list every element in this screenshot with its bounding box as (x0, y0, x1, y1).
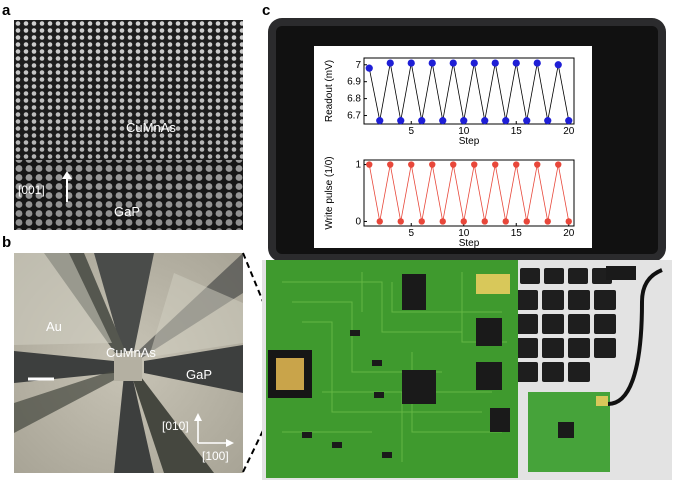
chart-1-xtick-label: 5 (408, 228, 414, 239)
chart-0-xtick-label: 20 (563, 126, 575, 137)
chart-0-xtick-label: 5 (408, 126, 414, 137)
chart-0-ytick-label: 7 (355, 60, 361, 71)
au-label: Au (46, 319, 62, 334)
chart-1-data-point (460, 218, 467, 225)
chart-1-data-point (397, 218, 404, 225)
cumnas-center-label: CuMnAs (106, 345, 156, 360)
stem-lattice-image: CuMnAs GaP [001] (14, 20, 243, 230)
chart-0-data-point (533, 59, 541, 67)
chart-1-data-point (439, 218, 446, 225)
chart-0-xtick-label: 10 (458, 126, 470, 137)
chart-0-data-point (544, 117, 552, 125)
chart-1-xtick-label: 20 (563, 228, 575, 239)
chart-0-data-point (386, 59, 394, 67)
electrode-cross (14, 253, 243, 473)
chart-0-data-point (439, 117, 447, 125)
chart-1-data-point (555, 161, 562, 168)
chart-1-data-point (523, 218, 530, 225)
chart-0-series-line (368, 63, 570, 121)
lattice-pattern (14, 20, 243, 230)
chart-1-data-point (544, 218, 551, 225)
gap-right-label: GaP (186, 367, 213, 382)
chart-0-data-point (481, 117, 489, 125)
cumnas-label: CuMnAs (126, 120, 176, 135)
chart-0-ytick-label: 6.8 (347, 94, 361, 105)
chart-0-data-point (554, 61, 562, 69)
chart-1-ytick-label: 0 (355, 216, 361, 227)
panel-b-label: b (2, 234, 12, 251)
chart-1-ylabel: Write pulse (1/0) (324, 156, 335, 229)
chart-0-data-point (397, 117, 405, 125)
chart-1-data-point (376, 218, 383, 225)
chart-1-xlabel: Step (459, 238, 480, 248)
chart-0-data-point (460, 117, 468, 125)
chart-1-data-point (481, 218, 488, 225)
panel-c-label: c (262, 2, 271, 19)
chart-1-data-point (502, 218, 509, 225)
chart-0-data-point (523, 117, 531, 125)
chart-0-data-point (449, 59, 457, 67)
chart-1-data-point (366, 161, 373, 168)
chart-1-series-line (368, 164, 570, 222)
direction-100-label: [100] (202, 449, 229, 463)
chart-0-data-point (565, 117, 573, 125)
chart-1-data-point (418, 218, 425, 225)
chart-1-data-point (429, 161, 436, 168)
chart-0-data-point (376, 117, 384, 125)
chart-1-data-point (513, 161, 520, 168)
chart-0-data-point (407, 59, 415, 67)
direction-001-label: [001] (18, 183, 45, 197)
chart-1-ytick-label: 1 (355, 160, 361, 171)
gap-label: GaP (114, 204, 141, 219)
chart-1-data-point (471, 161, 478, 168)
chart-1-data-point (492, 161, 499, 168)
chart-1-data-point (565, 218, 572, 225)
chart-0-ytick-label: 6.9 (347, 77, 361, 88)
panel-a-label: a (2, 2, 11, 19)
chart-0-data-point (428, 59, 436, 67)
chart-0-data-point (491, 59, 499, 67)
device-micrograph: Au CuMnAs GaP [010] [100] (14, 253, 243, 473)
chart-1-frame (363, 159, 575, 227)
chart-1-data-point (534, 161, 541, 168)
chart-1-data-point (408, 161, 415, 168)
chart-0-frame (363, 57, 575, 125)
arrow-up-icon (62, 171, 72, 202)
chart-0-xlabel: Step (459, 136, 480, 147)
chart-0-data-point (502, 117, 510, 125)
chart-1-data-point (450, 161, 457, 168)
chart-0-data-point (365, 64, 373, 72)
chart-0-data-point (470, 59, 478, 67)
chart-1-data-point (387, 161, 394, 168)
chart-0-data-point (512, 59, 520, 67)
chart-1-xtick-label: 15 (511, 228, 523, 239)
direction-010-label: [010] (162, 419, 189, 433)
chart-1-xtick-label: 10 (458, 228, 470, 239)
chart-0-xtick-label: 15 (511, 126, 523, 137)
chart-0-ylabel: Readout (mV) (324, 60, 335, 122)
chart-0-data-point (418, 117, 426, 125)
chart-0-ytick-label: 6.7 (347, 111, 361, 122)
